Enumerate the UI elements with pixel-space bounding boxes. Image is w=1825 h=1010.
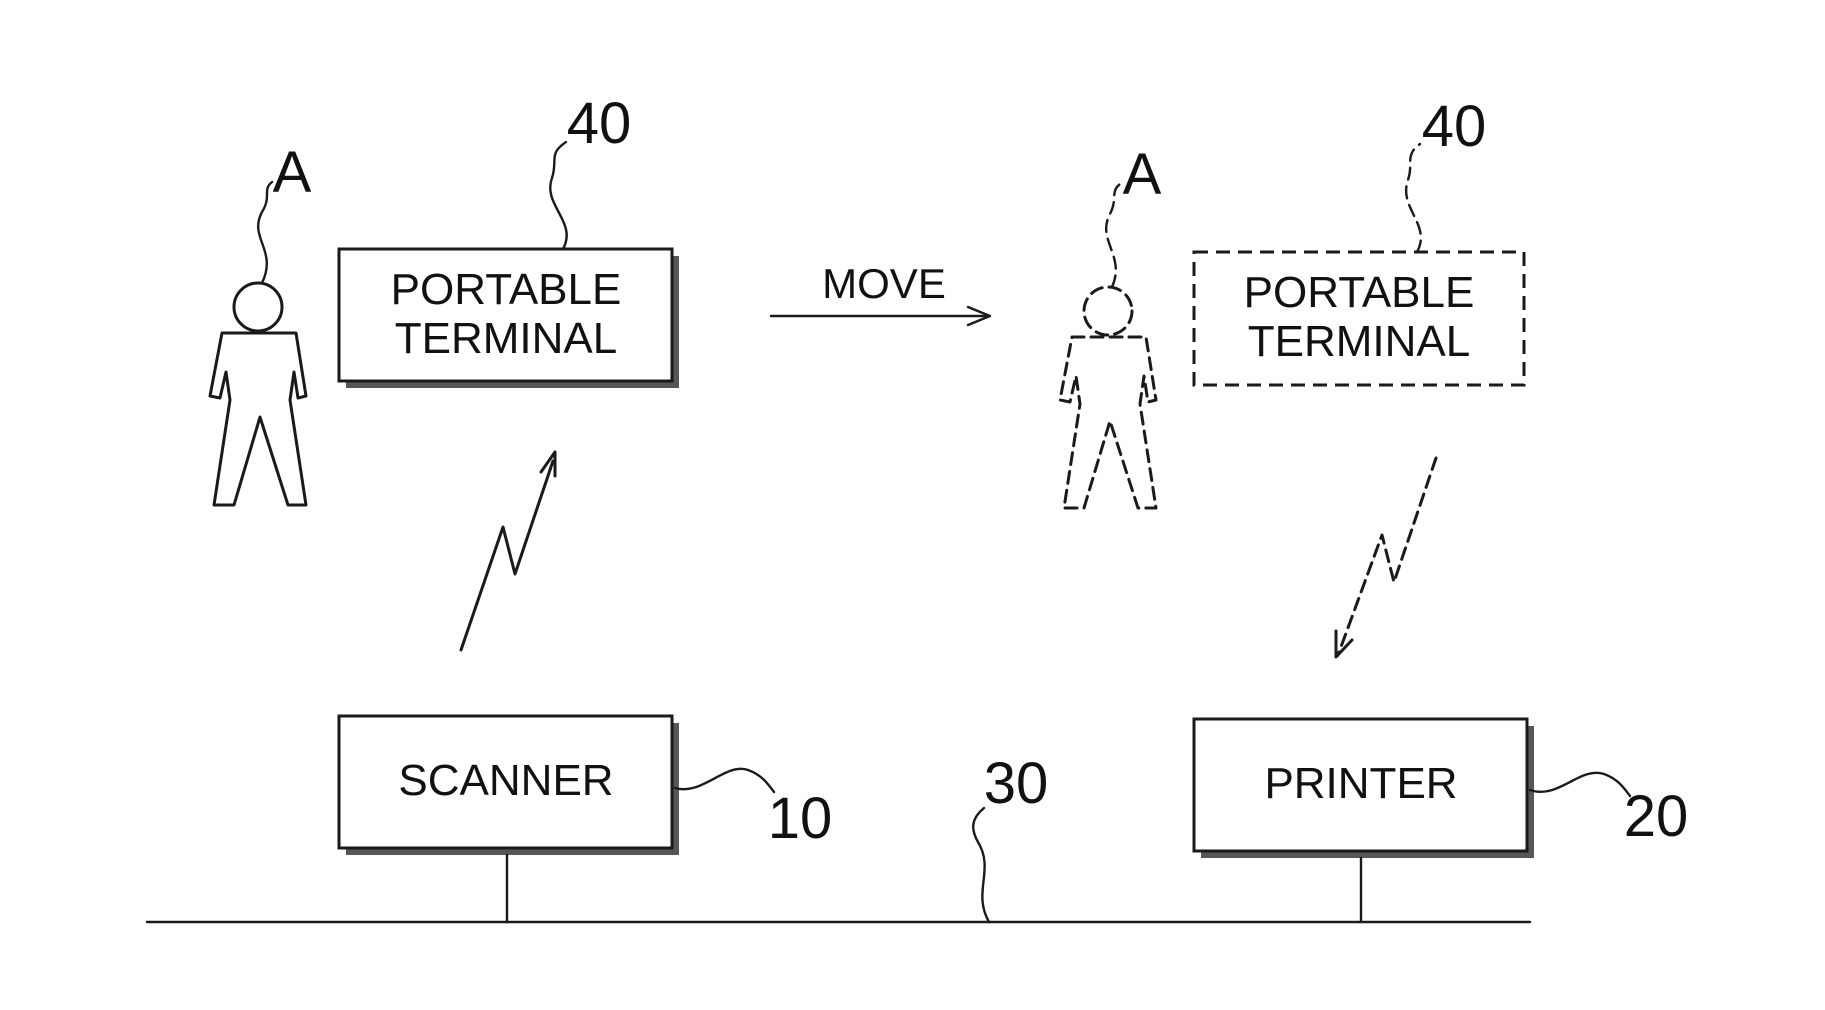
leader-20	[1530, 773, 1630, 796]
person-label-right: A	[1123, 142, 1162, 207]
move-label: MOVE	[822, 260, 946, 307]
terminal-left-line2: TERMINAL	[395, 314, 617, 363]
terminal-right-line1: PORTABLE	[1244, 268, 1475, 317]
leader-a-left	[258, 182, 272, 283]
person-label-left: A	[273, 140, 312, 205]
leader-40-left	[550, 142, 566, 249]
portable-terminal-left: PORTABLE TERMINAL	[339, 249, 679, 388]
wireless-arrow-terminal-to-printer	[1336, 458, 1436, 657]
scanner-label: SCANNER	[398, 756, 613, 805]
wireless-arrow-scanner-to-terminal	[461, 452, 555, 650]
leader-a-right	[1106, 184, 1120, 287]
portable-terminal-right: PORTABLE TERMINAL	[1194, 252, 1524, 385]
scanner-box: SCANNER	[339, 716, 679, 855]
person-a-right	[1060, 287, 1156, 508]
terminal-left-line1: PORTABLE	[391, 265, 622, 314]
move-arrow	[771, 307, 990, 325]
printer-label: PRINTER	[1264, 759, 1457, 808]
leader-30	[973, 808, 989, 922]
ref-20: 20	[1624, 784, 1689, 849]
network-line	[147, 855, 1530, 922]
leader-10	[675, 769, 774, 792]
ref-40-left: 40	[567, 91, 632, 156]
ref-30: 30	[984, 751, 1049, 816]
printer-box: PRINTER	[1194, 719, 1534, 858]
person-a-left	[210, 283, 306, 505]
ref-40-right: 40	[1422, 94, 1487, 159]
terminal-right-line2: TERMINAL	[1248, 317, 1470, 366]
ref-10: 10	[768, 786, 833, 851]
leader-40-right	[1406, 144, 1421, 252]
